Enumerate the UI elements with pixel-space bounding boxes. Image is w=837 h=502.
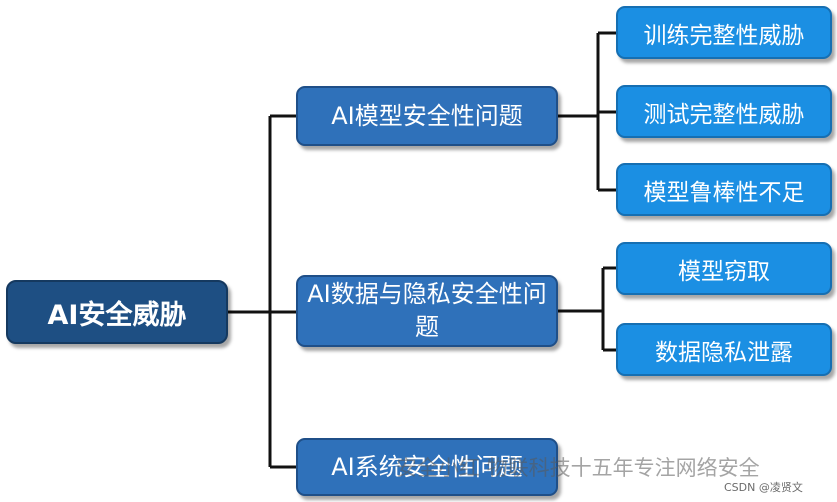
branch-node-system-security: AI系统安全性问题 (296, 438, 558, 496)
branch-label: AI数据与隐私安全性问题 (307, 280, 547, 341)
leaf-label: 模型鲁棒性不足 (643, 179, 805, 206)
branch-label: AI系统安全性问题 (331, 452, 523, 481)
root-label: AI安全威胁 (47, 299, 187, 331)
branch-node-data-privacy: AI数据与隐私安全性问题 (296, 275, 558, 347)
leaf-label: 数据隐私泄露 (655, 339, 793, 366)
leaf-label: 模型窃取 (678, 258, 770, 285)
leaf-node-robustness: 模型鲁棒性不足 (616, 163, 832, 216)
leaf-label: 测试完整性威胁 (643, 101, 805, 128)
leaf-node-data-leak: 数据隐私泄露 (616, 323, 832, 376)
leaf-node-training-integrity: 训练完整性威胁 (616, 6, 832, 59)
leaf-node-model-theft: 模型窃取 (616, 242, 832, 295)
branch-node-model-security: AI模型安全性问题 (296, 86, 558, 146)
leaf-node-testing-integrity: 测试完整性威胁 (616, 85, 832, 138)
watermark-text: 安全小红 物联科技十五年专注网络安全 (396, 456, 760, 480)
csdn-credit: CSDN @凌贤文 (724, 479, 803, 495)
branch-label: AI模型安全性问题 (331, 101, 523, 130)
root-node: AI安全威胁 (6, 280, 228, 344)
leaf-label: 训练完整性威胁 (643, 22, 805, 49)
